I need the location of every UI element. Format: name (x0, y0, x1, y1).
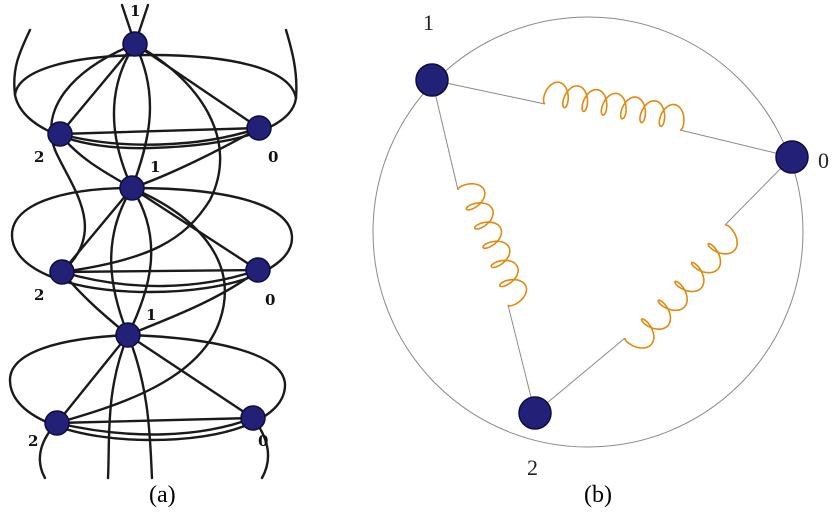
a-edge (60, 268, 260, 274)
a-edge (55, 416, 255, 436)
b-label-1: 1 (423, 10, 434, 35)
b-spring-1-2 (457, 182, 528, 307)
a-edge (50, 42, 137, 274)
a-edge (106, 333, 130, 480)
b-label-0: 0 (818, 148, 829, 173)
b-label-2: 2 (527, 455, 538, 480)
a-label-l3-left: 2 (28, 432, 38, 450)
a-node-l2-right (245, 257, 271, 283)
a-edge (126, 333, 255, 420)
a-edge (126, 333, 154, 480)
a-label-top: 1 (130, 2, 140, 20)
a-node-top (122, 31, 148, 57)
b-node-1 (415, 63, 449, 97)
a-label-l2-left: 2 (34, 286, 44, 304)
a-edge (60, 268, 260, 288)
b-edge-1-0-b (679, 129, 793, 158)
a-edge (60, 42, 222, 274)
panel-a-diagram: 1 2 0 1 2 0 1 2 0 (a) (8, 2, 298, 508)
b-spring-1-0 (542, 81, 685, 131)
a-label-l3-right: 0 (258, 432, 268, 450)
b-node-2 (518, 396, 552, 430)
a-node-l2-center (119, 175, 145, 201)
b-outer-circle (372, 16, 804, 448)
b-edge-0-2-b (534, 337, 626, 414)
b-edge-1-0-a (431, 79, 546, 105)
a-edge (55, 186, 226, 425)
a-edge (55, 333, 130, 425)
a-label-l1-center: 1 (150, 158, 160, 176)
a-node-l2-left (49, 259, 75, 285)
a-label-l1-right: 0 (268, 148, 278, 166)
a-node-l3-center (115, 322, 141, 348)
a-node-l1-left (47, 121, 73, 147)
a-edge (112, 42, 137, 190)
a-label-l2-right: 0 (265, 291, 275, 309)
b-edge-1-2-b (507, 304, 536, 414)
a-caption: (a) (149, 482, 176, 508)
a-label-l2-center: 1 (146, 306, 156, 324)
b-caption: (b) (584, 482, 612, 508)
a-node-l3-left (44, 410, 70, 436)
a-edge (58, 126, 261, 146)
a-edge (58, 126, 261, 136)
a-edge (130, 126, 261, 190)
a-edge (55, 416, 255, 425)
a-node-l3-right (240, 405, 266, 431)
a-loop-1-back (13, 53, 298, 100)
a-edge (58, 42, 137, 136)
a-edge (109, 186, 134, 337)
a-edge (130, 42, 152, 190)
a-label-l1-left: 2 (34, 148, 44, 166)
b-edge-1-2-a (431, 79, 459, 191)
a-loop-1 (13, 28, 298, 150)
a-edge (126, 186, 153, 337)
a-edge (60, 186, 134, 274)
b-node-0 (775, 140, 809, 174)
panel-b-diagram: 1 0 2 (b) (372, 10, 829, 508)
b-spring-0-2 (624, 223, 739, 349)
a-loop-2 (10, 186, 294, 294)
a-edge (126, 268, 260, 337)
a-node-l1-right (246, 115, 272, 141)
